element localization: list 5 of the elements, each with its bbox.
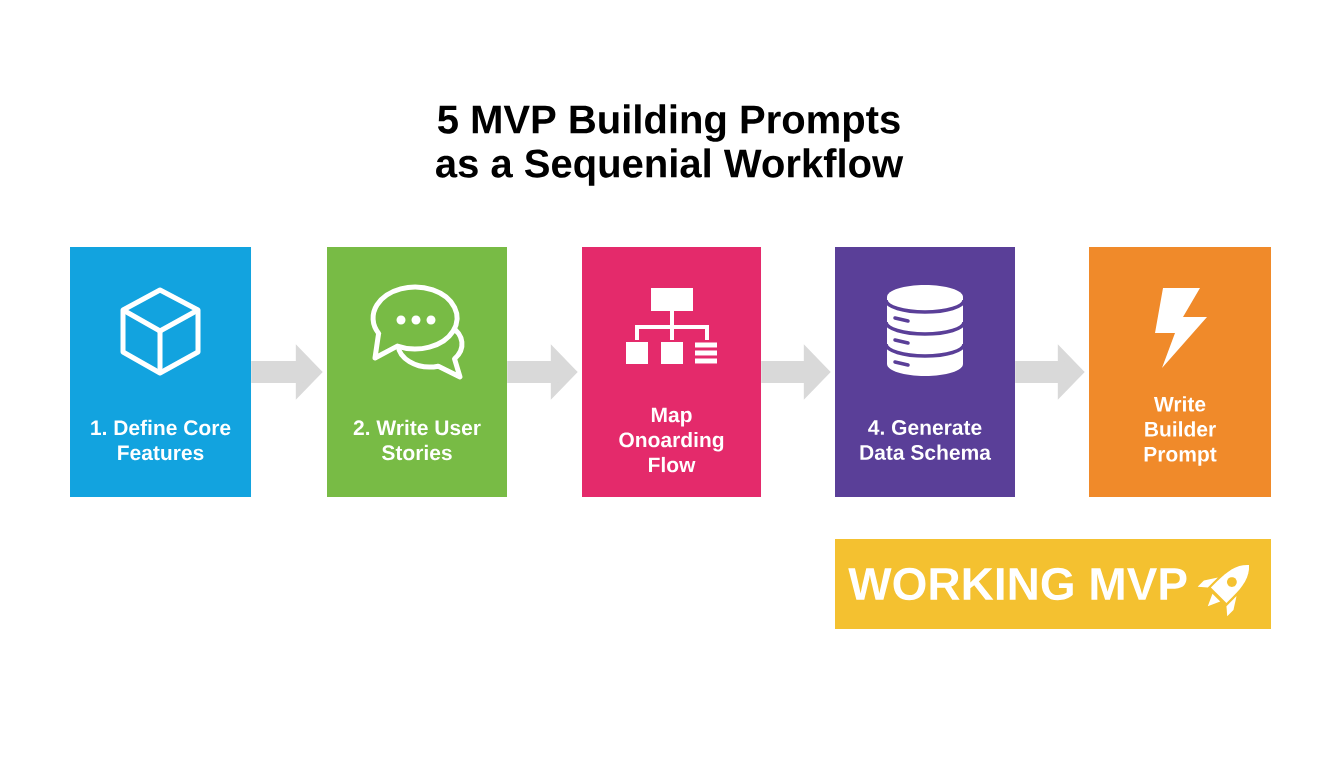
step-box: 1. Define Core Features — [70, 247, 251, 497]
title: 5 MVP Building Prompts as a Sequenial Workflow — [436, 104, 904, 186]
step-box: Map Onoarding Flow — [582, 247, 761, 497]
result-banner: WORKING MVP — [835, 539, 1271, 629]
step-box: Write Builder Prompt — [1089, 247, 1271, 497]
